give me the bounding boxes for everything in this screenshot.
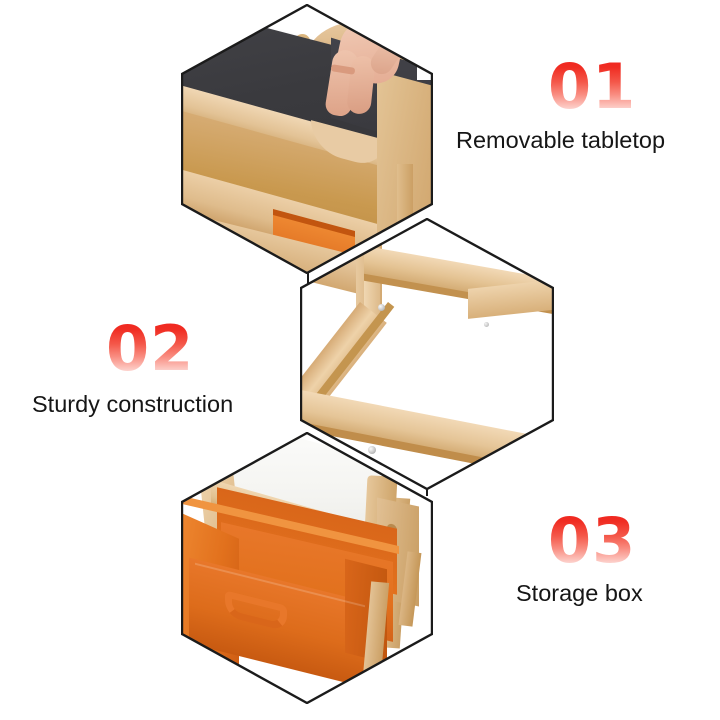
feature-image-storage-box	[181, 432, 433, 704]
screw-head-middle	[484, 322, 489, 327]
hex-clip-03	[181, 432, 433, 704]
screw-head-upper	[378, 304, 385, 311]
feature-caption-02: Sturdy construction	[32, 391, 234, 417]
feature-number-01: 01	[548, 50, 637, 123]
upper-storage-box-fragment	[300, 218, 330, 268]
scene-mask-top-right	[417, 4, 433, 80]
scene-storage-box	[181, 432, 433, 704]
feature-caption-01: Removable tabletop	[456, 127, 666, 153]
feature-number-03: 03	[548, 504, 637, 577]
feature-number-02: 02	[106, 312, 195, 385]
feature-caption-03: Storage box	[516, 580, 643, 606]
